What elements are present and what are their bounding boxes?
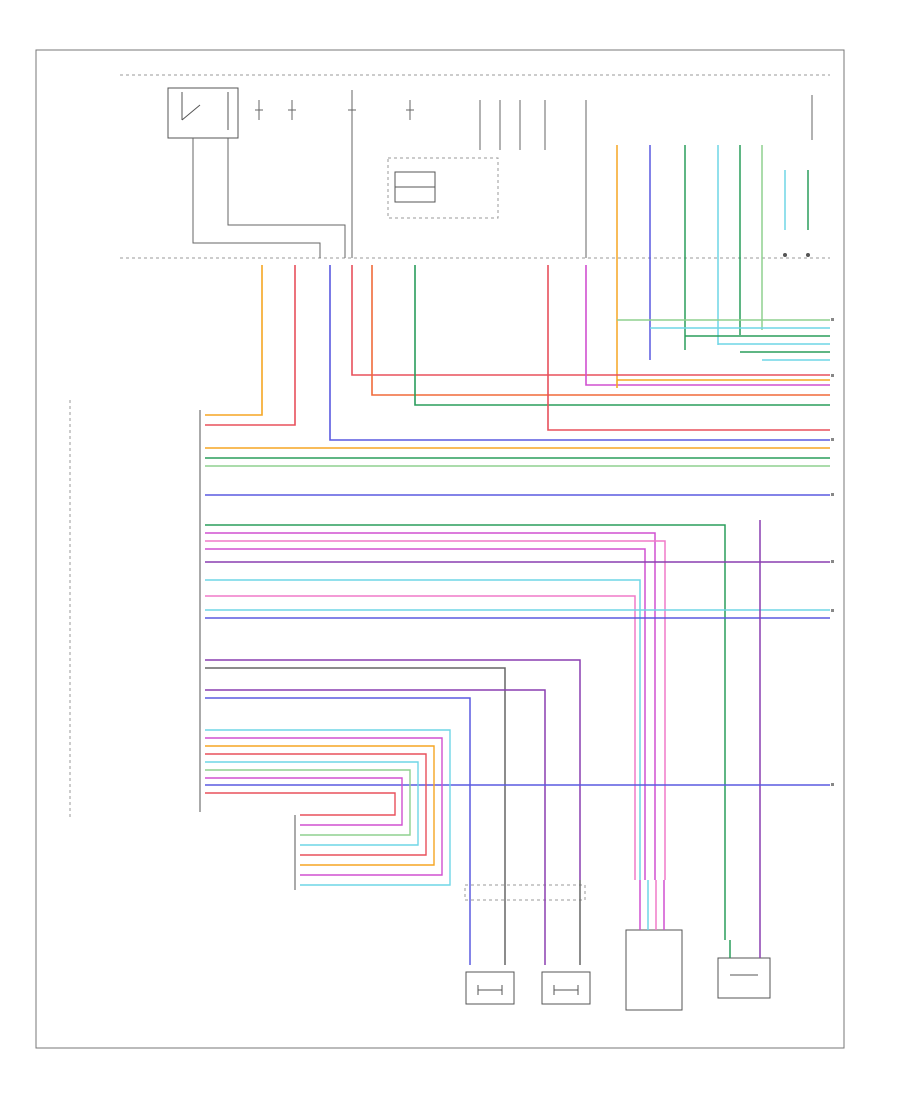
module-pin-runs bbox=[205, 447, 830, 940]
actuator-module bbox=[625, 929, 683, 1011]
sensor-left-glyph bbox=[477, 985, 503, 995]
right-top-stubs bbox=[616, 145, 809, 380]
sensor-right-glyph bbox=[553, 985, 579, 995]
control-module-outline bbox=[69, 400, 201, 818]
splice-box bbox=[464, 884, 586, 901]
sensor-leads bbox=[469, 880, 581, 965]
blower-leads bbox=[729, 940, 761, 958]
blower-module bbox=[717, 957, 771, 999]
top-leads bbox=[192, 90, 813, 258]
ignition-relay-block bbox=[167, 87, 239, 139]
relay-module bbox=[387, 157, 499, 219]
diagram-frame bbox=[35, 49, 845, 1049]
bottom-components bbox=[465, 929, 771, 1011]
right-bundle bbox=[617, 319, 830, 381]
actuator-leads bbox=[639, 880, 665, 930]
vertical-feeds bbox=[205, 265, 830, 441]
ground-symbols bbox=[783, 253, 810, 257]
lower-loop-runs bbox=[205, 729, 451, 886]
right-edge-terminals bbox=[831, 318, 834, 786]
temperature-sensor-right bbox=[541, 971, 591, 1005]
fuse-symbols bbox=[255, 100, 414, 120]
temperature-sensor-left bbox=[465, 971, 515, 1005]
